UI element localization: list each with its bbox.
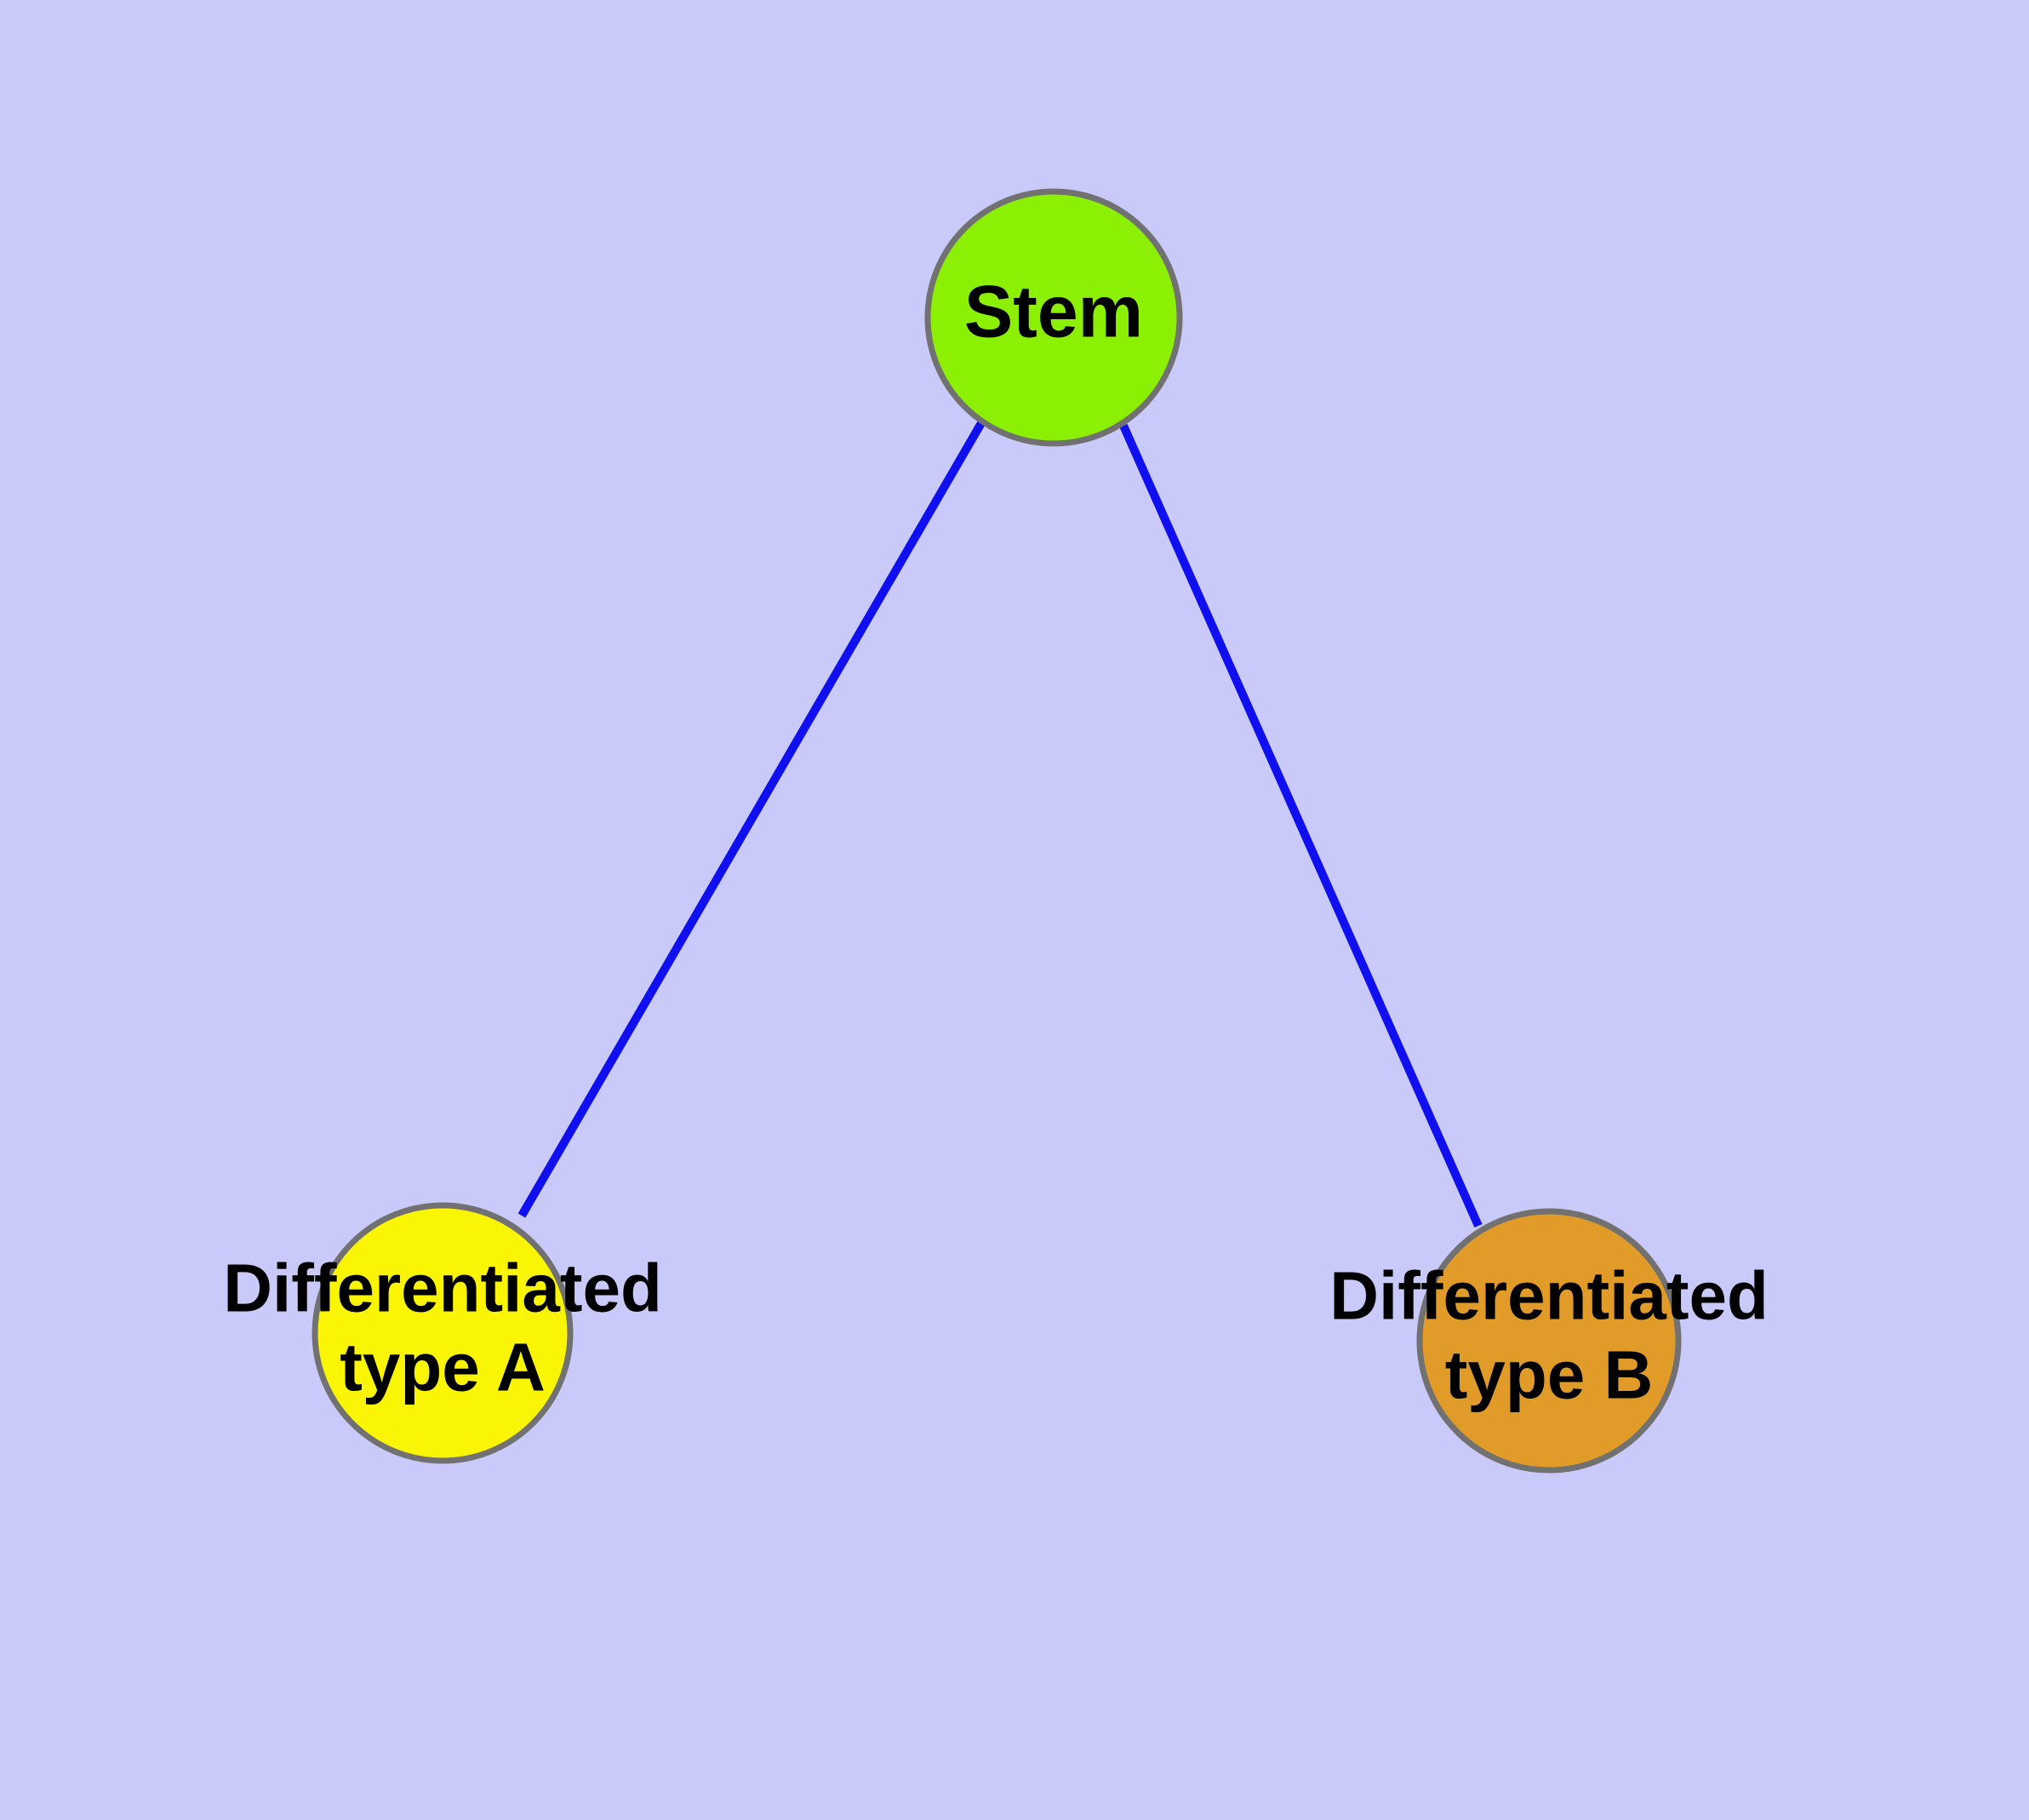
node-circle-diff-b[interactable] [1416, 1208, 1682, 1474]
node-label-diff-a-line-2: type A [340, 1330, 546, 1405]
edge-stem-to-diff-b[interactable] [1119, 423, 1483, 1228]
node-label-stem-line-1: Stem [964, 272, 1143, 353]
node-label-diff-b-line-2: type B [1445, 1337, 1654, 1413]
node-circle-stem[interactable] [924, 188, 1183, 447]
node-circle-diff-a[interactable] [311, 1202, 574, 1464]
edges-group [517, 421, 1483, 1228]
edge-stem-to-diff-a[interactable] [517, 421, 986, 1218]
node-label-diff-b-line-1: Differentiated [1329, 1258, 1769, 1334]
node-stem[interactable]: Stem [924, 188, 1183, 447]
node-label-diff-a-line-1: Differentiated [223, 1251, 662, 1326]
